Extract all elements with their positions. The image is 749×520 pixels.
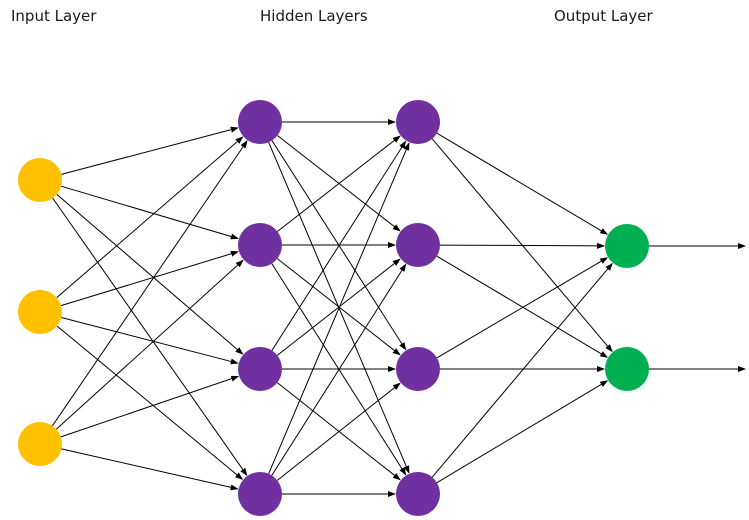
connection-hidden2-3-to-output-1 bbox=[436, 257, 609, 359]
connection-hidden1-4-to-hidden2-3 bbox=[276, 382, 401, 481]
hidden1-node-2 bbox=[238, 223, 282, 267]
hidden2-node-1 bbox=[396, 100, 440, 144]
connection-input-2-to-hidden1-3 bbox=[61, 317, 239, 365]
connection-hidden1-4-to-hidden2-2 bbox=[271, 263, 407, 476]
connection-hidden1-2-to-hidden2-1 bbox=[277, 135, 401, 232]
output-node-2 bbox=[605, 347, 649, 391]
connection-input-3-to-hidden1-4 bbox=[61, 448, 239, 491]
input-layer-label: Input Layer bbox=[11, 7, 97, 25]
connection-input-3-to-hidden1-1 bbox=[51, 140, 248, 427]
connection-input-1-to-hidden1-3 bbox=[56, 193, 244, 355]
connection-hidden1-3-to-hidden2-4 bbox=[276, 382, 401, 481]
hidden2-node-4 bbox=[396, 472, 440, 516]
connection-hidden1-3-to-hidden2-1 bbox=[271, 140, 407, 351]
input-node-2 bbox=[18, 290, 62, 334]
connection-hidden2-2-to-output-2 bbox=[436, 255, 609, 358]
connection-hidden1-3-to-hidden2-2 bbox=[276, 258, 401, 356]
connection-input-2-to-hidden1-4 bbox=[56, 325, 244, 480]
connection-hidden1-4-to-hidden2-1 bbox=[268, 142, 410, 474]
hidden1-node-1 bbox=[238, 100, 282, 144]
input-node-1 bbox=[18, 158, 62, 202]
output-node-1 bbox=[605, 224, 649, 268]
connection-input-3-to-hidden1-3 bbox=[60, 375, 240, 438]
connection-hidden2-2-to-output-1 bbox=[439, 242, 605, 249]
output-layer-label: Output Layer bbox=[554, 7, 653, 25]
connection-input-1-to-hidden1-1 bbox=[61, 126, 239, 175]
input-node-3 bbox=[18, 422, 62, 466]
hidden1-node-3 bbox=[238, 347, 282, 391]
connection-input-2-to-hidden1-2 bbox=[60, 250, 239, 307]
hidden-layers-label: Hidden Layers bbox=[260, 7, 368, 25]
hidden2-node-3 bbox=[396, 347, 440, 391]
connection-input-1-to-hidden1-2 bbox=[60, 185, 239, 240]
neurons bbox=[18, 100, 649, 516]
hidden2-node-2 bbox=[396, 223, 440, 267]
connection-input-1-to-hidden1-4 bbox=[52, 197, 248, 477]
connection-input-3-to-hidden1-2 bbox=[55, 259, 244, 430]
connection-hidden2-1-to-output-1 bbox=[436, 132, 609, 235]
connection-hidden2-4-to-output-1 bbox=[431, 262, 613, 478]
hidden1-node-4 bbox=[238, 472, 282, 516]
connection-input-2-to-hidden1-1 bbox=[56, 136, 244, 298]
connection-hidden2-4-to-output-2 bbox=[436, 380, 609, 484]
connections bbox=[51, 119, 746, 497]
